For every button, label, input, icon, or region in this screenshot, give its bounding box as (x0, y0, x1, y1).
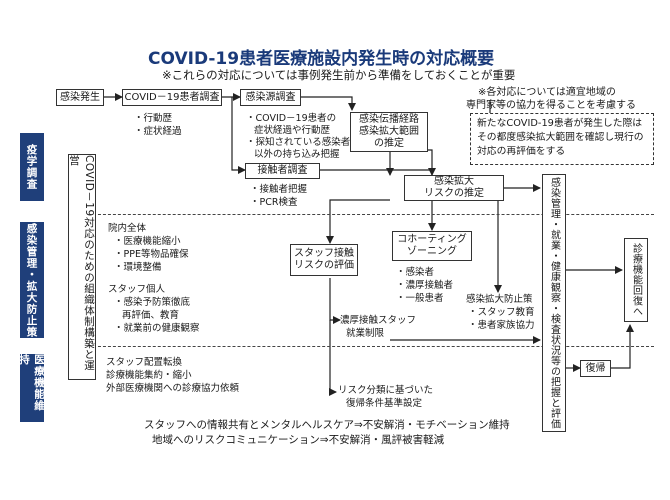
cohort-line-2: ゾーニング (407, 246, 457, 257)
cohorting-box: コホーティング ゾーニング (392, 231, 472, 261)
prevent-item-2: ・患者家族協力 (468, 320, 535, 331)
transmission-route-box: 感染伝播経路 感染拡大範囲 の推定 (350, 112, 428, 152)
hospital-item-3: ・環境整備 (114, 262, 162, 273)
contact-survey-box: 接触者調査 (245, 163, 320, 179)
close-contact-line-1: 濃厚接触スタッフ (340, 315, 417, 326)
source-item-3: ・探知されている感染者 (246, 137, 351, 148)
route-line-2: 感染拡大範囲 (359, 126, 419, 137)
staff-title: スタッフ個人 (108, 284, 166, 295)
hospital-item-1: ・医療機能縮小 (114, 236, 181, 247)
patient-item-1: ・行動歴 (134, 113, 173, 124)
footer-line-1: スタッフへの情報共有とメンタルヘルスケア⇒不安解消・モチベーション維持 (144, 419, 510, 431)
note-line-1: ※各対応については適宜地域の (478, 87, 616, 98)
contact-item-1: ・接触者把握 (250, 184, 308, 195)
staff-risk-box: スタッフ接触 リスクの評価 (290, 244, 358, 276)
cohort-item-1: ・感染者 (396, 267, 435, 278)
hospital-title: 院内全体 (108, 223, 147, 234)
section-divider-2 (88, 346, 654, 347)
source-item-1: ・COVID－19患者の (246, 113, 337, 124)
close-contact-line-2: 就業制限 (346, 328, 385, 339)
section-label-medical: 医療機能維持 (18, 354, 45, 422)
section-label-epi: 疫学調査 (20, 133, 44, 201)
staff-item-2: 再評価、教育 (122, 310, 180, 321)
section-divider-1 (88, 214, 654, 215)
contact-item-2: ・PCR検査 (250, 197, 298, 208)
spread-risk-box: 感染拡大 リスクの推定 (404, 175, 504, 201)
staff-item-1: ・感染予防策徹底 (114, 297, 191, 308)
staff-risk-line-1: スタッフ接触 (294, 248, 354, 259)
prevent-item-1: ・スタッフ教育 (468, 307, 535, 318)
reassessment-line-2: その都度感染拡大範囲を確認し現行の (477, 132, 644, 143)
patient-item-2: ・症状経過 (134, 126, 182, 137)
risk-line-1: 感染拡大 (434, 176, 474, 187)
note-line-2: 専門家等の協力を得ることを考慮する (466, 100, 636, 111)
cohort-line-1: コホーティング (397, 234, 467, 245)
reassessment-note-box: 新たなCOVID-19患者が発生した際は その都度感染拡大範囲を確認し現行の 対… (470, 113, 654, 165)
cohort-item-2: ・濃厚接触者 (396, 280, 454, 291)
subtitle: ※これらの対応については事例発生前から準備をしておくことが重要 (162, 68, 516, 82)
restore-box: 診療機能回復へ (624, 238, 648, 322)
staff-item-3: ・就業前の健康観察 (114, 323, 200, 334)
page-title: COVID-19患者医療施設内発生時の対応概要 (148, 49, 495, 69)
medical-item-2: 診療機能集約・縮小 (106, 370, 192, 381)
monitoring-box: 感染管理・就業・健康観察・検査状況等の把握と評価 (542, 174, 566, 432)
footer-line-2: 地域へのリスクコミュニケーション⇒不安解消・風評被害軽減 (152, 434, 445, 446)
source-item-2: 症状経過や行動歴 (254, 125, 331, 136)
route-line-3: の推定 (374, 138, 404, 149)
medical-item-1: スタッフ配置転換 (106, 357, 183, 368)
reassessment-line-1: 新たなCOVID-19患者が発生した際は (477, 118, 643, 129)
source-survey-box: 感染源調査 (240, 89, 301, 106)
hospital-item-2: ・PPE等物品確保 (114, 249, 189, 260)
organization-system-box: COVID－19対応のための組織体制構築と運営 (68, 154, 96, 380)
return-criteria-line-2: 復帰条件基準設定 (346, 398, 423, 409)
section-label-control: 感染管理・拡大防止策 (20, 222, 44, 338)
risk-line-2: リスクの推定 (424, 188, 484, 199)
source-item-4: 以外の持ち込み把握 (254, 149, 340, 160)
return-criteria-line-1: リスク分類に基づいた (338, 385, 434, 396)
outbreak-box: 感染発生 (56, 89, 104, 106)
patient-survey-box: COVID－19患者調査 (122, 89, 222, 106)
prevent-title: 感染拡大防止策 (466, 294, 533, 305)
cohort-item-3: ・一般患者 (396, 293, 444, 304)
reassessment-line-3: 対応の再評価をする (477, 146, 566, 157)
staff-risk-line-2: リスクの評価 (294, 260, 354, 271)
medical-item-3: 外部医療機関への診療協力依頼 (106, 383, 240, 394)
return-box: 復帰 (580, 360, 611, 377)
route-line-1: 感染伝播経路 (359, 114, 419, 125)
